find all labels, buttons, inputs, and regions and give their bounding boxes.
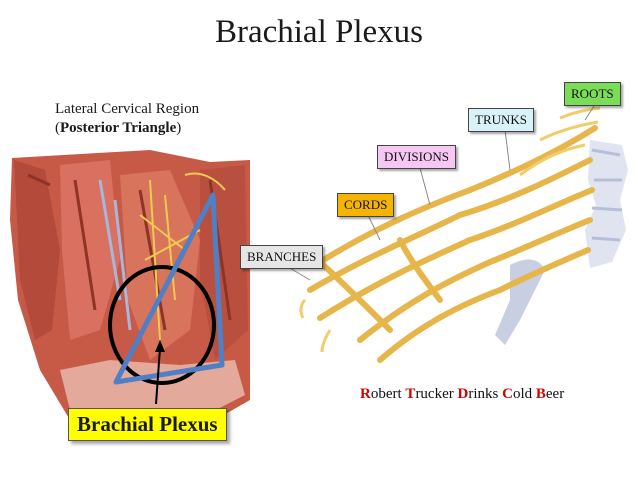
region-caption-line2: (Posterior Triangle)	[55, 120, 182, 136]
mnemonic-rest: obert	[370, 386, 406, 402]
pointer-arrow	[155, 347, 161, 405]
mnemonic-initial: T	[405, 386, 416, 402]
posterior-triangle-outline	[113, 192, 225, 385]
page-title: Brachial Plexus	[214, 14, 424, 50]
neck-illustration	[10, 150, 250, 430]
mnemonic-initial: D	[457, 386, 469, 402]
mnemonic-initial: C	[502, 386, 513, 402]
cords-label: CORDS	[337, 193, 395, 217]
mnemonic: Robert Trucker Drinks Cold Beer	[360, 386, 564, 403]
brachial-plexus-label: Brachial Plexus	[68, 408, 227, 441]
mnemonic-rest: rinks	[468, 386, 503, 402]
mnemonic-rest: rucker	[415, 386, 458, 402]
divisions-label: DIVISIONS	[377, 145, 456, 169]
roots-label: ROOTS	[564, 82, 621, 106]
region-caption: Lateral Cervical Region (Posterior Trian…	[55, 100, 199, 138]
mnemonic-initial: R	[360, 386, 371, 402]
mnemonic-rest: old	[512, 386, 536, 402]
plexus-circle	[108, 265, 216, 385]
posterior-triangle-text: Posterior Triangle	[60, 120, 177, 136]
trunks-label: TRUNKS	[468, 108, 535, 132]
mnemonic-rest: eer	[545, 386, 565, 402]
branches-label: BRANCHES	[240, 245, 324, 269]
region-caption-line1: Lateral Cervical Region	[55, 101, 200, 117]
plexus-illustration	[299, 106, 628, 363]
mnemonic-initial: B	[535, 386, 546, 402]
